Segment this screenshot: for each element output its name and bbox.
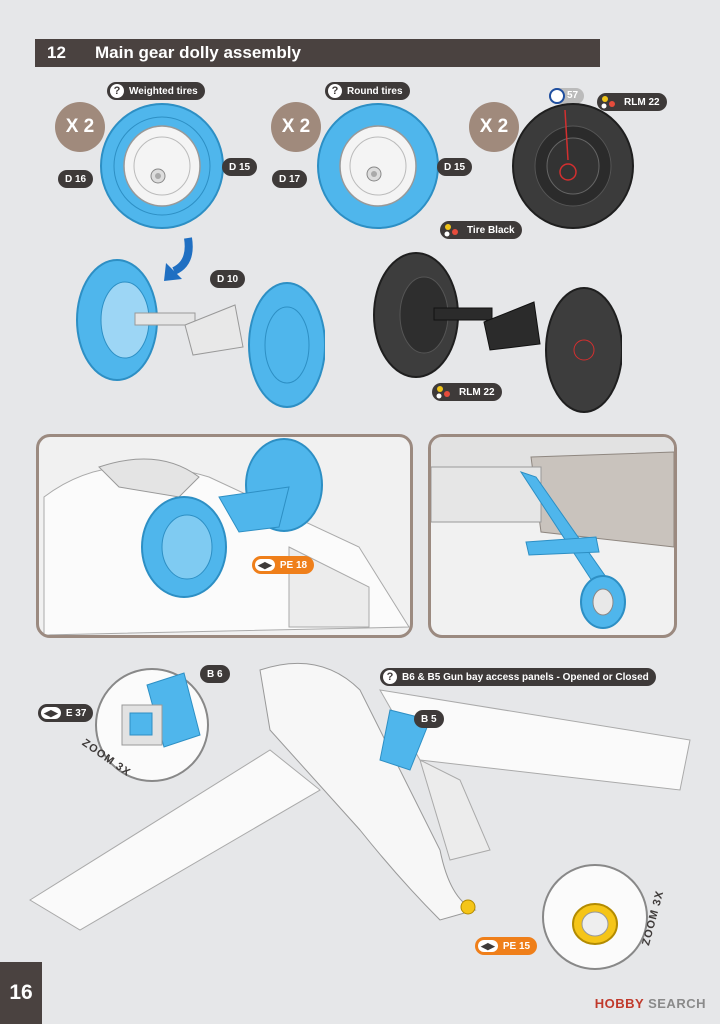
question-icon: ? xyxy=(110,84,124,98)
quantity-badge: X 2 xyxy=(469,102,519,152)
part-callout-b6: B 6 xyxy=(200,665,230,683)
paint-drops-icon xyxy=(601,96,615,109)
round-wheel-drawing xyxy=(317,103,439,229)
part-callout-b5: B 5 xyxy=(414,710,444,728)
dolly-assembly-blue-drawing xyxy=(76,259,325,408)
left-right-arrows-icon: ◀▶ xyxy=(255,559,275,571)
gun-bay-note: ?B6 & B5 Gun bay access panels - Opened … xyxy=(380,668,656,686)
part-callout-d17: D 17 xyxy=(272,170,308,188)
left-right-arrows-icon: ◀▶ xyxy=(41,707,61,719)
left-right-arrows-icon: ◀▶ xyxy=(478,940,498,952)
watermark-logo: HOBBY xyxy=(594,996,644,1011)
color-callout-rlm22: RLM 22 xyxy=(597,93,667,111)
quantity-badge: X 2 xyxy=(55,102,105,152)
weighted-wheel-drawing xyxy=(100,103,224,229)
fuselage-gear-install-drawing xyxy=(43,438,410,635)
install-panel-right xyxy=(428,434,677,638)
part-callout-d16: D 16 xyxy=(58,170,94,188)
exhaust-zoom-circle xyxy=(542,864,648,970)
part-callout-d10: D 10 xyxy=(210,270,246,288)
gear-bay-drawing xyxy=(431,437,674,629)
page-number: 16 xyxy=(0,962,42,1024)
paint-drops-icon xyxy=(436,386,450,399)
pe-callout-pe15: ◀▶PE 15 xyxy=(475,937,538,955)
step-title: Main gear dolly assembly xyxy=(95,43,301,62)
paint-drops-icon xyxy=(444,224,458,237)
dolly-assembly-painted-drawing xyxy=(373,252,622,413)
question-icon: ? xyxy=(383,670,397,684)
paint-ref-icon xyxy=(549,88,565,104)
round-tires-note: ?Round tires xyxy=(325,82,410,100)
question-icon: ? xyxy=(328,84,342,98)
step-header: 12 Main gear dolly assembly xyxy=(35,39,600,67)
gun-bay-zoom-circle xyxy=(95,668,209,782)
paint-ref-badge: 57 xyxy=(549,88,585,104)
part-callout-d15: D 15 xyxy=(437,158,473,176)
weighted-tires-note: ?Weighted tires xyxy=(107,82,205,100)
color-callout-tire-black: Tire Black xyxy=(440,221,522,239)
pe-callout-pe18: ◀▶PE 18 xyxy=(252,556,315,574)
painted-wheel-drawing xyxy=(512,103,634,229)
aircraft-drawing xyxy=(29,662,691,931)
quantity-badge: X 2 xyxy=(271,102,321,152)
color-callout-rlm22: RLM 22 xyxy=(432,383,502,401)
watermark: HOBBY SEARCH xyxy=(594,996,706,1011)
assembly-arrow xyxy=(164,237,193,281)
part-callout-d15: D 15 xyxy=(222,158,258,176)
pe-callout-e37: ◀▶E 37 xyxy=(38,704,94,722)
step-number: 12 xyxy=(47,43,66,62)
install-panel-left xyxy=(36,434,413,638)
